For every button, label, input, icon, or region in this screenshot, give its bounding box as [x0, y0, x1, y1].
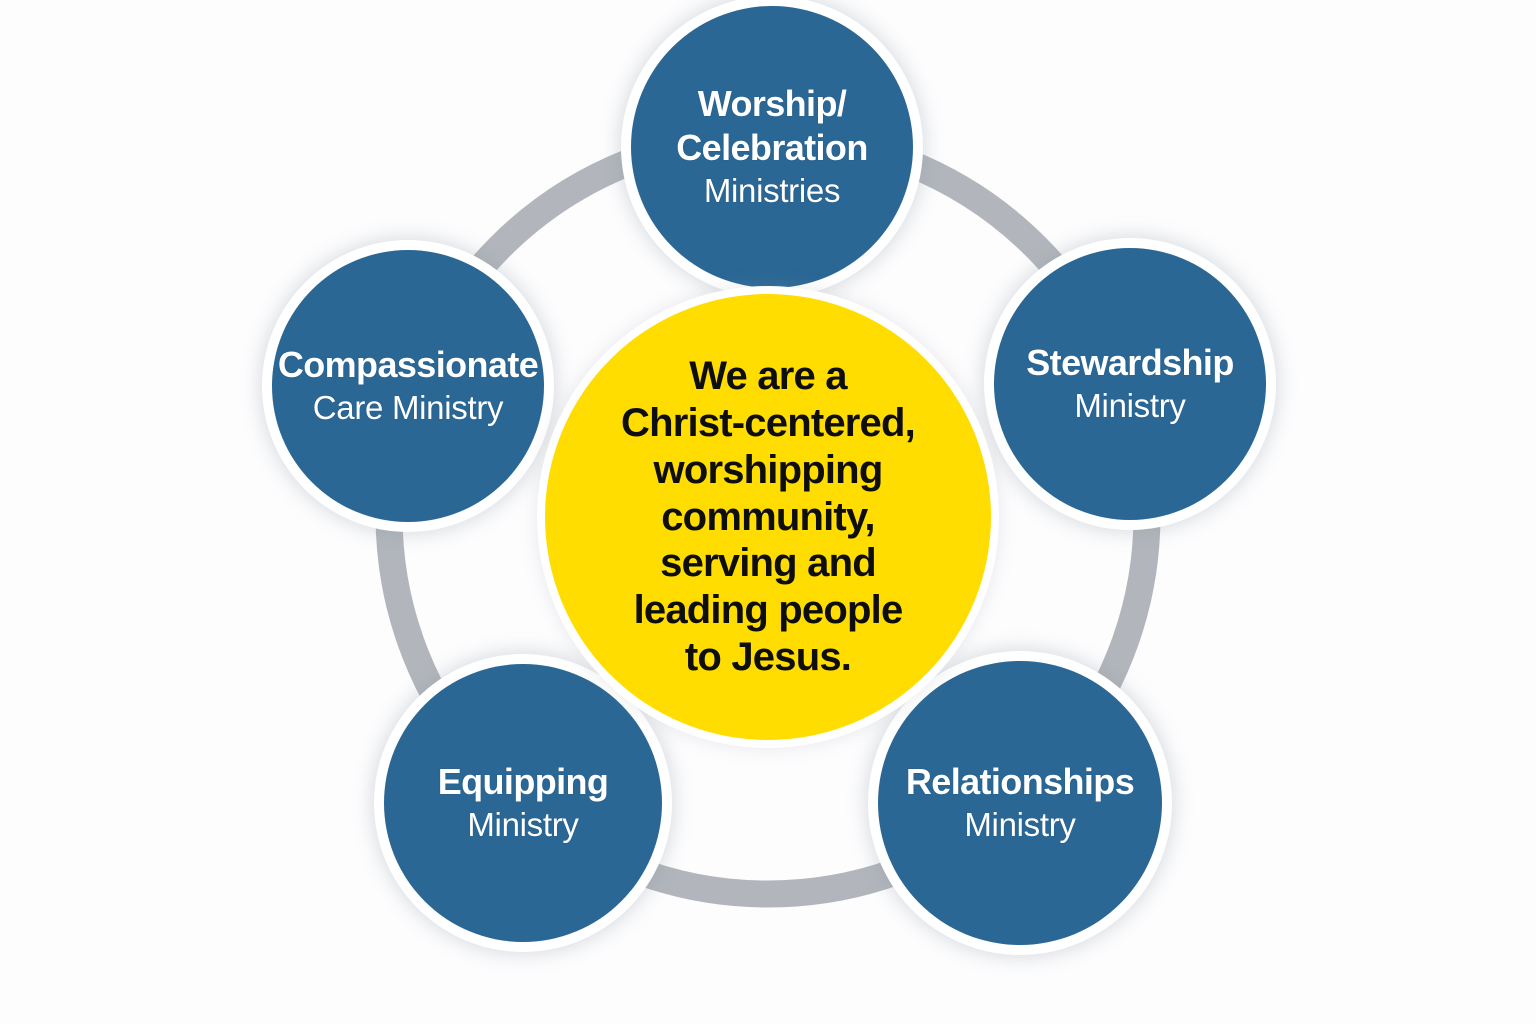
node-equipping-ministry: Equipping Ministry [384, 664, 662, 942]
node-worship-celebration-ministries: Worship/ Celebration Ministries [631, 6, 913, 288]
mission-line: community, [661, 494, 875, 539]
node-stewardship-ministry: Stewardship Ministry [994, 248, 1266, 520]
node-title-line: Stewardship [1026, 342, 1234, 384]
mission-line: Christ-centered, [621, 401, 916, 445]
node-relationships-ministry: Relationships Ministry [878, 661, 1162, 945]
mission-statement: We are a Christ-centered, worshipping co… [621, 353, 916, 681]
node-subtitle: Ministry [1074, 387, 1186, 425]
mission-line: serving and [660, 541, 877, 586]
node-subtitle: Care Ministry [312, 389, 504, 427]
mission-line: worshipping [653, 447, 884, 492]
node-title-line: Worship/ [697, 83, 847, 125]
hub-circle: We are a Christ-centered, worshipping co… [545, 294, 991, 740]
node-subtitle: Ministry [964, 806, 1076, 844]
mission-line: leading people [633, 588, 904, 633]
node-title-line: Equipping [437, 761, 609, 803]
node-title-line: Celebration [676, 127, 868, 169]
node-title-line: Relationships [905, 761, 1135, 803]
node-subtitle: Ministries [703, 172, 841, 210]
node-subtitle: Ministry [467, 806, 579, 844]
node-compassionate-care-ministry: Compassionate Care Ministry [272, 250, 544, 522]
mission-line: We are a [689, 354, 847, 399]
node-title-line: Compassionate [277, 344, 539, 386]
mission-line: to Jesus. [684, 634, 852, 679]
